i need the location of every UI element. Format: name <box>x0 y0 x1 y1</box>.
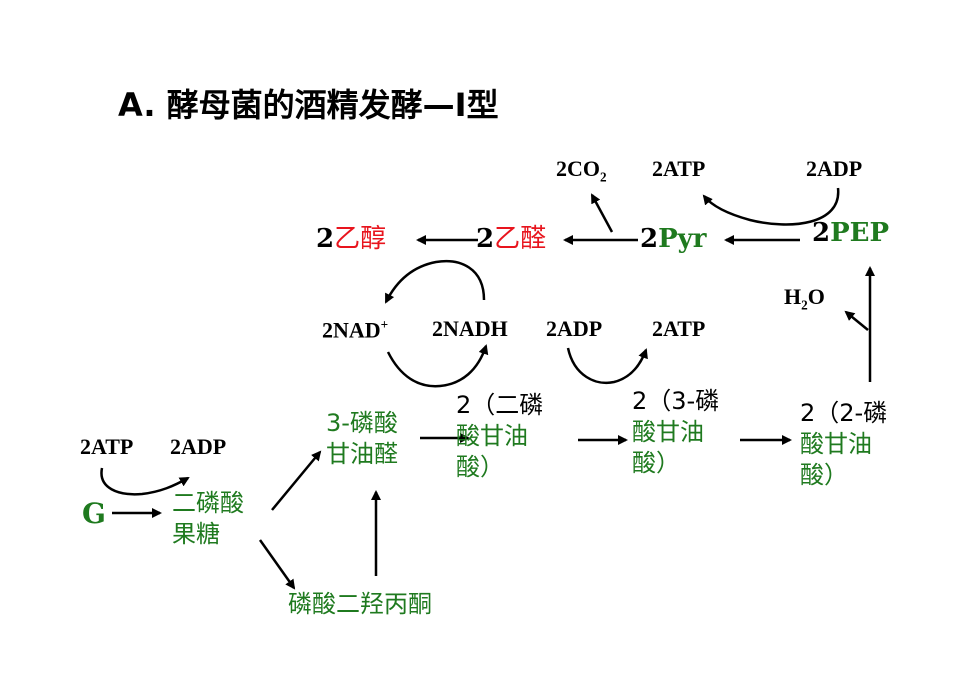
acetaldehyde-label: 2乙醛 <box>476 224 547 254</box>
bpg-line-1: 2（二磷 <box>456 391 544 419</box>
water-label: H2O <box>784 284 825 313</box>
3pg-line-3: 酸） <box>632 449 680 478</box>
atp-mid-label: 2ATP <box>652 316 706 341</box>
arrow-adp-to-atp-top <box>702 187 840 226</box>
fbp-line-2: 果糖 <box>172 520 220 549</box>
co2-label: 2CO2 <box>556 156 607 185</box>
3pg-line-1: 2（3-磷 <box>632 387 720 415</box>
nadh-label: 2NADH <box>432 316 508 341</box>
bpg-line-2: 酸甘油 <box>456 422 528 451</box>
2pg-line-3: 酸） <box>800 461 848 490</box>
fbp-label: 二磷酸 果糖 <box>172 488 272 550</box>
pyruvate-label: 2Pyr <box>640 224 707 254</box>
g3p-line-2: 甘油醛 <box>326 440 398 469</box>
adp-mid-label: 2ADP <box>546 316 603 341</box>
fbp-line-1: 二磷酸 <box>172 489 244 517</box>
2pg-label: 2（2-磷 酸甘油 酸） <box>800 398 940 492</box>
pep-label: 2PEP <box>812 218 890 248</box>
adp-top-label: 2ADP <box>806 156 863 181</box>
3pg-line-2: 酸甘油 <box>632 418 704 447</box>
dhap-label: 磷酸二羟丙酮 <box>288 590 432 618</box>
3pg-label: 2（3-磷 酸甘油 酸） <box>632 386 762 480</box>
arrow-atp-to-adp-left <box>100 467 190 496</box>
ethanol-label: 2乙醇 <box>316 224 387 254</box>
bpg-label: 2（二磷 酸甘油 酸） <box>456 390 586 484</box>
arrow-nadh-to-nad <box>384 259 486 304</box>
arrow-nad-to-nadh <box>386 344 489 388</box>
page-title: A. 酵母菌的酒精发酵—I型 <box>118 86 499 124</box>
bpg-line-3: 酸） <box>456 453 504 482</box>
g3p-line-1: 3-磷酸 <box>326 409 398 437</box>
atp-left-label: 2ATP <box>80 434 134 459</box>
arrow-fbp-to-dhap <box>258 539 296 590</box>
atp-top-label: 2ATP <box>652 156 706 181</box>
adp-left-label: 2ADP <box>170 434 227 459</box>
glucose-label: G <box>82 497 106 530</box>
arrow-co2-release <box>590 193 614 233</box>
arrow-water-release <box>844 310 869 331</box>
arrow-fbp-to-g3p <box>271 450 322 511</box>
nad-label: 2NAD+ <box>322 317 389 343</box>
g3p-label: 3-磷酸 甘油醛 <box>326 408 436 470</box>
2pg-line-2: 酸甘油 <box>800 430 872 459</box>
arrow-adp-to-atp-mid <box>566 347 648 385</box>
2pg-line-1: 2（2-磷 <box>800 399 888 427</box>
